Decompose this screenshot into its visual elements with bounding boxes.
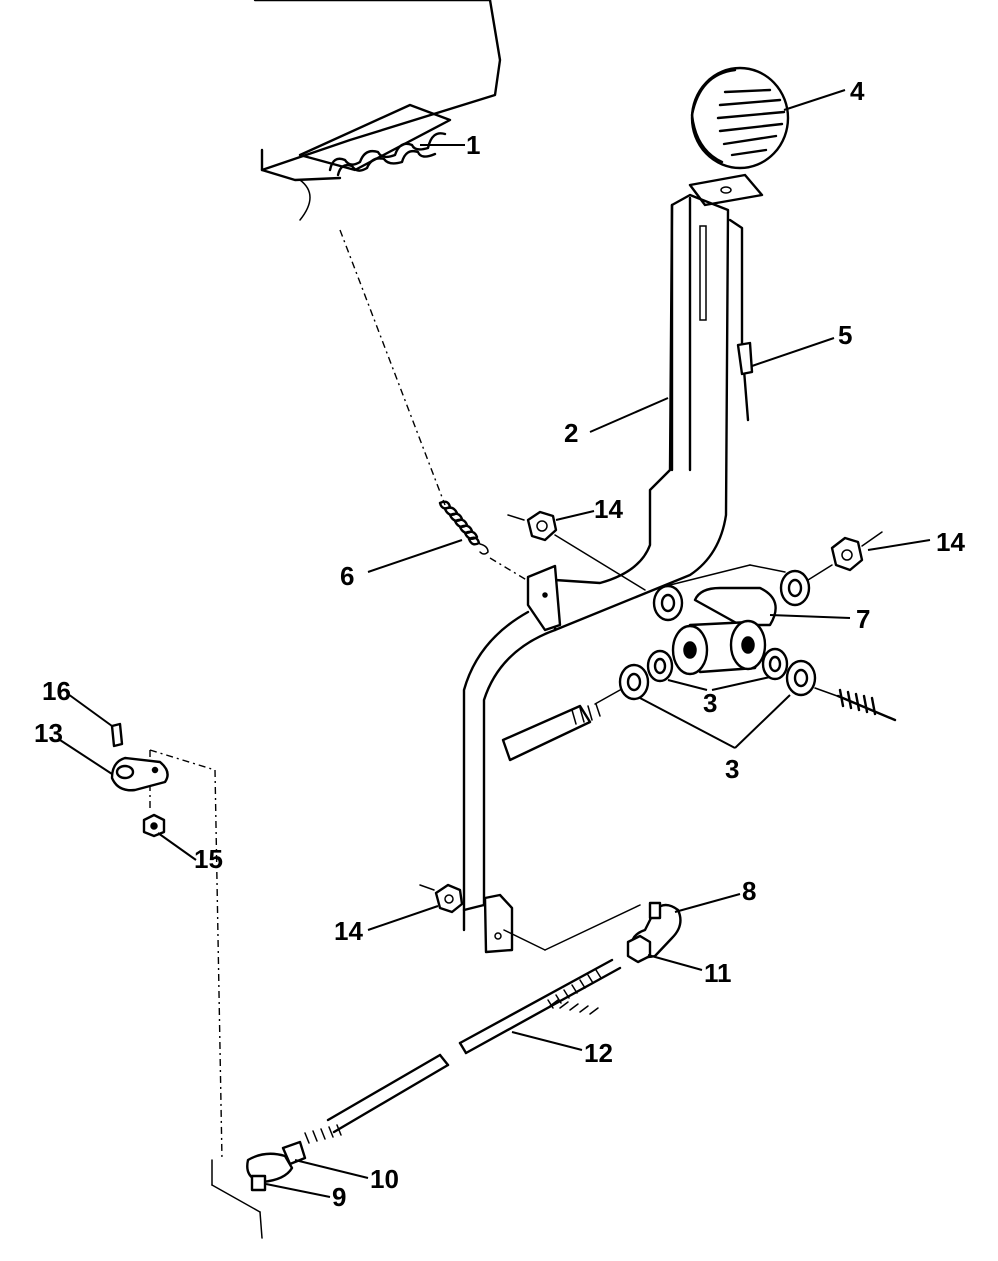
adjusting-rod-part-12	[458, 958, 622, 1055]
return-spring-part-6	[367, 500, 489, 573]
nut-part-14-lower	[367, 883, 641, 951]
callout-14-upper: 14	[594, 494, 623, 524]
lower-rod	[304, 1053, 450, 1144]
callout-9: 9	[332, 1182, 346, 1212]
callout-4: 4	[850, 76, 865, 106]
nut-part-14-upper	[507, 510, 646, 591]
spring-to-lever-line	[489, 557, 531, 583]
threaded-stud-right	[814, 687, 897, 722]
bracket-part-13	[59, 739, 169, 792]
callout-6: 6	[340, 561, 354, 591]
nut-part-15	[142, 813, 197, 861]
body-panel	[253, 0, 502, 221]
callout-16: 16	[42, 676, 71, 706]
callout-15: 15	[194, 844, 223, 874]
pedal-lever-part-2	[462, 173, 764, 954]
pivot-bushing-part-7	[671, 586, 851, 676]
spring-bracket-part-1	[328, 132, 465, 177]
stud-part-9	[250, 1174, 331, 1198]
nut-part-14-right	[830, 531, 931, 572]
callout-14-right: 14	[936, 527, 965, 557]
callout-7: 7	[856, 604, 870, 634]
pedal-pad-part-4	[690, 66, 846, 170]
callout-10: 10	[370, 1164, 399, 1194]
spring-alignment-line	[339, 229, 446, 506]
callout-2: 2	[564, 418, 578, 448]
callout-8: 8	[742, 876, 756, 906]
callout-14-lower: 14	[334, 916, 363, 946]
pin-part-5	[736, 337, 835, 422]
callout-3-lower: 3	[725, 754, 739, 784]
callout-13: 13	[34, 718, 63, 748]
left-alignment-lines	[149, 749, 263, 1239]
callout-5: 5	[838, 320, 852, 350]
callout-3-upper: 3	[703, 688, 717, 718]
callout-1: 1	[466, 130, 480, 160]
callout-11: 11	[704, 958, 732, 988]
threaded-stud-left	[501, 689, 621, 762]
jam-nut-part-11	[626, 934, 703, 971]
callout-12: 12	[584, 1038, 613, 1068]
washers-part-3	[618, 564, 833, 749]
pin-part-16	[67, 693, 124, 748]
